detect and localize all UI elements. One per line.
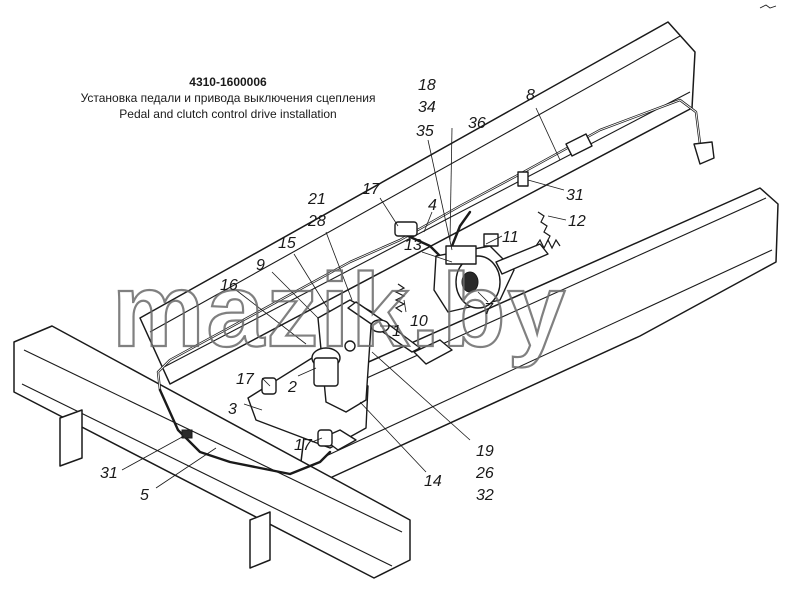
clutch-pipes	[156, 98, 702, 476]
watermark: mazik.by	[112, 253, 567, 369]
callout-label: 31	[100, 465, 118, 482]
callout-label: 26	[475, 465, 494, 482]
callout-label: 34	[418, 99, 436, 116]
callout-label: 17	[294, 437, 313, 454]
callout-label: 17	[362, 181, 381, 198]
corner-mark-icon	[759, 4, 777, 9]
callout-label: 7	[484, 301, 494, 318]
title-block: 4310-1600006 Установка педали и привода …	[81, 75, 376, 121]
drawing-code: 4310-1600006	[189, 75, 267, 89]
callout-label: 9	[256, 257, 265, 274]
title-russian: Установка педали и привода выключения сц…	[81, 91, 376, 105]
callout-label: 4	[428, 197, 437, 214]
callout-label: 14	[424, 473, 442, 490]
callout-label: 35	[416, 123, 434, 140]
callout-label: 1	[392, 323, 401, 340]
clutch-booster	[433, 233, 561, 313]
callout-label: 12	[568, 213, 586, 230]
callout-label: 15	[278, 235, 296, 252]
callout-label: 32	[476, 487, 494, 504]
frame-rails	[13, 21, 779, 579]
callout-label: 19	[476, 443, 494, 460]
callout-label: 36	[468, 115, 486, 132]
callout-label: 2	[287, 379, 297, 396]
callout-label: 28	[307, 213, 326, 230]
callout-label: 8	[526, 87, 535, 104]
pipe-connectors	[181, 133, 715, 447]
callout-label: 16	[220, 277, 238, 294]
callout-label: 10	[410, 313, 428, 330]
callouts: 18 34 35 36 8 31 17 4 21 28 15 13 11 12 …	[100, 77, 586, 504]
callout-label: 17	[236, 371, 255, 388]
callout-label: 11	[502, 229, 519, 246]
callout-label: 3	[228, 401, 237, 418]
leader-lines	[121, 107, 567, 489]
callout-label: 18	[418, 77, 436, 94]
callout-label: 21	[307, 191, 326, 208]
title-english: Pedal and clutch control drive installat…	[119, 107, 336, 121]
callout-label: 13	[404, 237, 422, 254]
callout-label: 5	[140, 487, 149, 504]
callout-label: 31	[566, 187, 584, 204]
